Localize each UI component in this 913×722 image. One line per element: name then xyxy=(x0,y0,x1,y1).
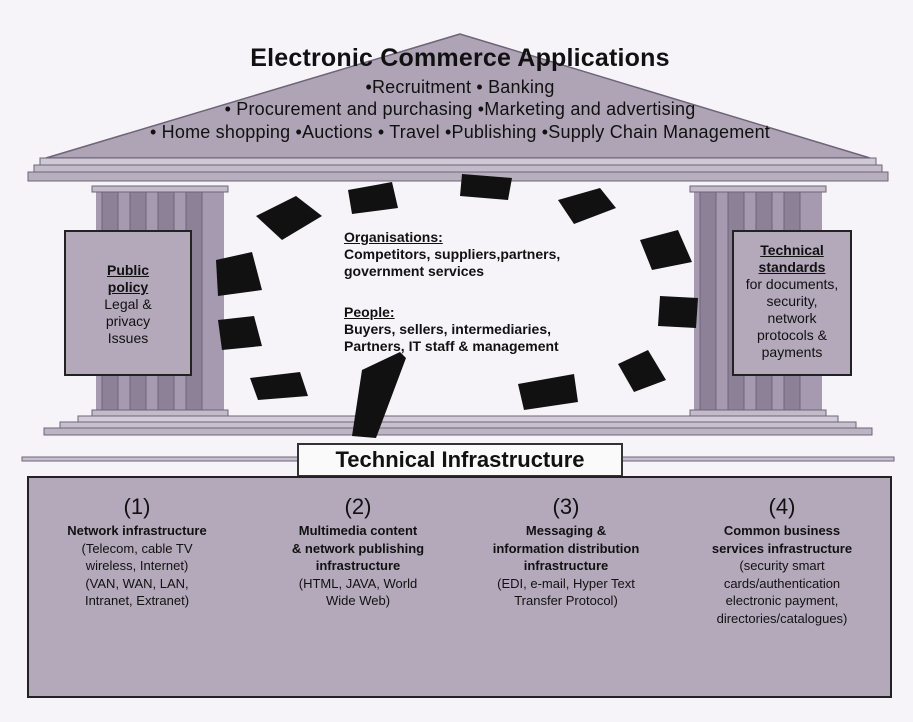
right-pillar xyxy=(699,189,717,413)
ring-tile xyxy=(618,350,666,392)
infra-column-detail: (security smart xyxy=(739,558,825,573)
infra-column-heading: information distribution xyxy=(492,540,640,556)
people-block: People: Buyers, sellers, intermediaries,… xyxy=(344,304,559,355)
technical-standards-line: protocols & xyxy=(756,327,828,343)
infra-column-detail: cards/authentication xyxy=(723,575,841,591)
people-line: Partners, IT staff & management xyxy=(344,338,559,354)
infra-column-detail: Intranet, Extranet) xyxy=(84,593,190,608)
infra-column-messaging: (3) Messaging & information distribution… xyxy=(461,494,671,610)
organisations-heading: Organisations: xyxy=(344,229,443,245)
base-step xyxy=(43,427,873,436)
infra-column-heading: services infrastructure xyxy=(711,540,853,556)
ring-tiles xyxy=(216,174,698,438)
infra-column-heading: Network infrastructure xyxy=(67,523,207,538)
ring-tile xyxy=(558,188,616,224)
base-step xyxy=(77,415,839,423)
public-policy-heading-1: Public xyxy=(106,262,149,278)
public-policy-line: privacy xyxy=(105,313,151,329)
roof-step xyxy=(33,164,883,173)
ring-tile xyxy=(216,252,262,296)
ring-tile xyxy=(460,174,512,200)
technical-standards-line: for documents, xyxy=(745,276,839,292)
infra-column-detail: directories/catalogues) xyxy=(716,610,848,626)
infra-column-heading: infrastructure xyxy=(523,558,609,573)
public-policy-box: Public policy Legal & privacy Issues xyxy=(64,230,192,376)
infra-column-number: (2) xyxy=(344,494,372,519)
infra-column-heading: infrastructure xyxy=(315,558,401,573)
roof-step xyxy=(27,171,889,182)
organisations-block: Organisations: Competitors, suppliers,pa… xyxy=(344,229,560,280)
roof-applications-line-3: • Home shopping •Auctions • Travel •Publ… xyxy=(149,122,771,142)
infra-column-business-services: (4) Common business services infrastruct… xyxy=(677,494,887,627)
infra-column-detail: wireless, Internet) xyxy=(85,558,189,573)
infra-column-number: (4) xyxy=(768,494,796,519)
roof-step xyxy=(39,157,877,166)
people-heading: People: xyxy=(344,304,395,320)
roof-title: Electronic Commerce Applications xyxy=(250,44,670,72)
ring-tile xyxy=(352,352,406,438)
right-pillar-foot xyxy=(689,409,827,417)
organisations-line: Competitors, suppliers,partners, xyxy=(344,246,561,262)
technical-infrastructure-title: Technical Infrastructure xyxy=(297,443,623,477)
infra-column-heading: Common business xyxy=(723,523,841,538)
infra-column-detail: Wide Web) xyxy=(325,593,391,608)
infra-column-number: (3) xyxy=(552,494,580,519)
organisations-line: government services xyxy=(344,263,485,279)
people-line: Buyers, sellers, intermediaries, xyxy=(344,321,551,337)
infra-column-detail: electronic payment, xyxy=(725,593,839,608)
roof-applications-line-1: •Recruitment • Banking xyxy=(365,77,555,97)
ring-tile xyxy=(658,296,698,328)
public-policy-heading-2: policy xyxy=(107,279,149,295)
infra-column-heading: & network publishing xyxy=(291,540,425,556)
technical-standards-heading-2: standards xyxy=(758,259,826,275)
roof-applications-line-2: • Procurement and purchasing •Marketing … xyxy=(224,99,696,119)
technical-infrastructure-panel: (1) Network infrastructure (Telecom, cab… xyxy=(27,476,892,698)
infra-column-detail: (HTML, JAVA, World xyxy=(298,575,418,591)
technical-standards-line: network xyxy=(767,310,817,326)
public-policy-line: Legal & xyxy=(104,296,152,312)
ring-tile xyxy=(640,230,692,270)
infra-column-network: (1) Network infrastructure (Telecom, cab… xyxy=(37,494,237,610)
technical-standards-line: security, xyxy=(766,293,818,309)
left-pillar-cap xyxy=(91,185,229,193)
base-step xyxy=(59,421,857,429)
ring-tile xyxy=(518,374,578,410)
infra-column-multimedia: (2) Multimedia content & network publish… xyxy=(255,494,461,610)
technical-standards-heading-1: Technical xyxy=(760,242,824,258)
ring-tile xyxy=(250,372,308,400)
infra-column-detail: (VAN, WAN, LAN, xyxy=(85,575,189,591)
infra-column-detail: Transfer Protocol) xyxy=(514,593,618,608)
public-policy-line: Issues xyxy=(107,330,149,346)
infra-column-heading: Multimedia content xyxy=(298,523,418,538)
infra-column-detail: (Telecom, cable TV xyxy=(81,540,193,556)
ring-tile xyxy=(348,182,398,214)
technical-standards-line: payments xyxy=(761,344,823,360)
infra-column-detail: (EDI, e-mail, Hyper Text xyxy=(497,575,635,591)
technical-standards-box: Technical standards for documents, secur… xyxy=(732,230,852,376)
ring-tile xyxy=(256,196,322,240)
right-pillar-cap xyxy=(689,185,827,193)
infra-column-heading: Messaging & xyxy=(525,523,607,538)
ring-tile xyxy=(218,316,262,350)
left-pillar-foot xyxy=(91,409,229,417)
infra-column-number: (1) xyxy=(123,494,151,519)
